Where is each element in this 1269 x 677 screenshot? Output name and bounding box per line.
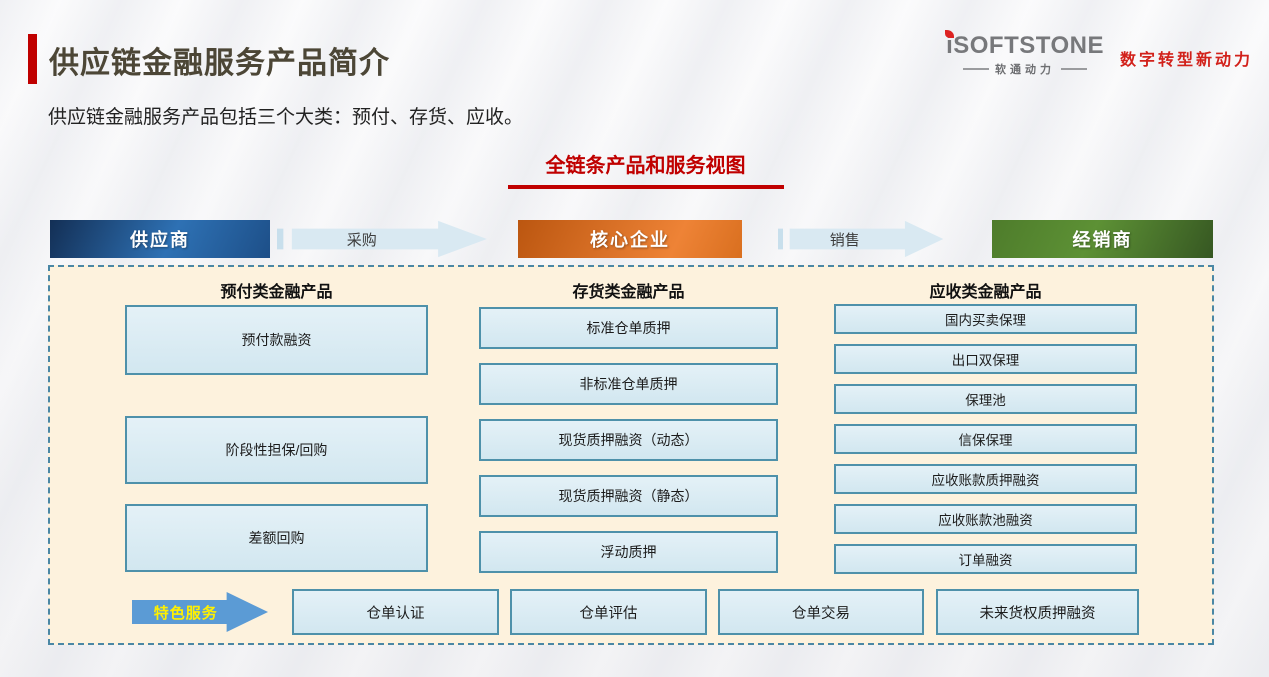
section-heading: 全链条产品和服务视图 [507,149,784,189]
flow-node-label: 供应商 [130,230,190,250]
column-header-inventory: 存货类金融产品 [572,284,685,301]
product-box: 订单融资 [834,544,1137,574]
products-panel: 预付类金融产品 存货类金融产品 应收类金融产品 预付款融资 阶段性担保/回购 差… [48,265,1214,645]
right-arrow-icon [277,220,487,258]
special-services-arrow: 特色服务 [132,592,270,632]
product-box: 应收账款池融资 [834,504,1137,534]
column-prepayment-products: 预付款融资 阶段性担保/回购 差额回购 [125,305,428,572]
right-arrow-icon [778,220,944,258]
logo-tagline: 数字转型新动力 [1119,51,1253,69]
column-header-prepayment: 预付类金融产品 [220,284,333,301]
special-service-box: 仓单评估 [510,589,707,635]
product-box: 差额回购 [125,504,428,572]
product-box: 预付款融资 [125,305,428,375]
isoftstone-wordmark: iSOFTSTONE 软通动力 [945,30,1104,77]
flow-node-label: 核心企业 [590,230,670,250]
column-receivables-products: 国内买卖保理 出口双保理 保理池 信保保理 应收账款质押融资 应收账款池融资 订… [834,304,1137,574]
logo-brand-text: iSOFTSTONE [946,32,1104,59]
flow-arrow-sales: 销售 [778,220,945,258]
product-box: 非标准仓单质押 [479,363,778,405]
product-box: 出口双保理 [834,344,1137,374]
product-box: 现货质押融资（静态） [479,475,778,517]
column-header-receivables: 应收类金融产品 [929,284,1042,301]
flow-arrow-label: 销售 [829,231,860,249]
product-box: 浮动质押 [479,531,778,573]
product-box: 信保保理 [834,424,1137,454]
page-title: 供应链金融服务产品简介 [49,47,390,80]
logo-dash-left [963,68,990,70]
product-box: 现货质押融资（动态） [479,419,778,461]
logo-brand-cn: 软通动力 [995,64,1056,76]
column-inventory-products: 标准仓单质押 非标准仓单质押 现货质押融资（动态） 现货质押融资（静态） 浮动质… [479,307,778,573]
special-service-box: 仓单交易 [718,589,924,635]
special-service-box: 未来货权质押融资 [936,589,1139,635]
product-box: 阶段性担保/回购 [125,416,428,484]
flow-node-core-enterprise: 核心企业 [518,220,742,258]
product-box: 应收账款质押融资 [834,464,1137,494]
product-box: 标准仓单质押 [479,307,778,349]
special-service-box: 仓单认证 [292,589,499,635]
logo-dash-right [1061,68,1088,70]
block-right-arrow-icon [132,592,269,632]
flow-arrow-procurement: 采购 [277,220,489,258]
flow-node-supplier: 供应商 [50,220,270,258]
slide-subtitle: 供应链金融服务产品包括三个大类：预付、存货、应收。 [48,107,524,128]
flow-node-label: 经销商 [1072,230,1133,250]
product-box: 国内买卖保理 [834,304,1137,334]
product-box: 保理池 [834,384,1137,414]
title-accent-bar [28,34,37,84]
flow-node-dealer: 经销商 [992,220,1213,258]
logo-flag-icon [945,30,955,38]
brand-logo: iSOFTSTONE 软通动力 数字转型新动力 [945,30,1253,77]
flow-arrow-label: 采购 [346,231,377,249]
special-services-label: 特色服务 [153,604,218,622]
